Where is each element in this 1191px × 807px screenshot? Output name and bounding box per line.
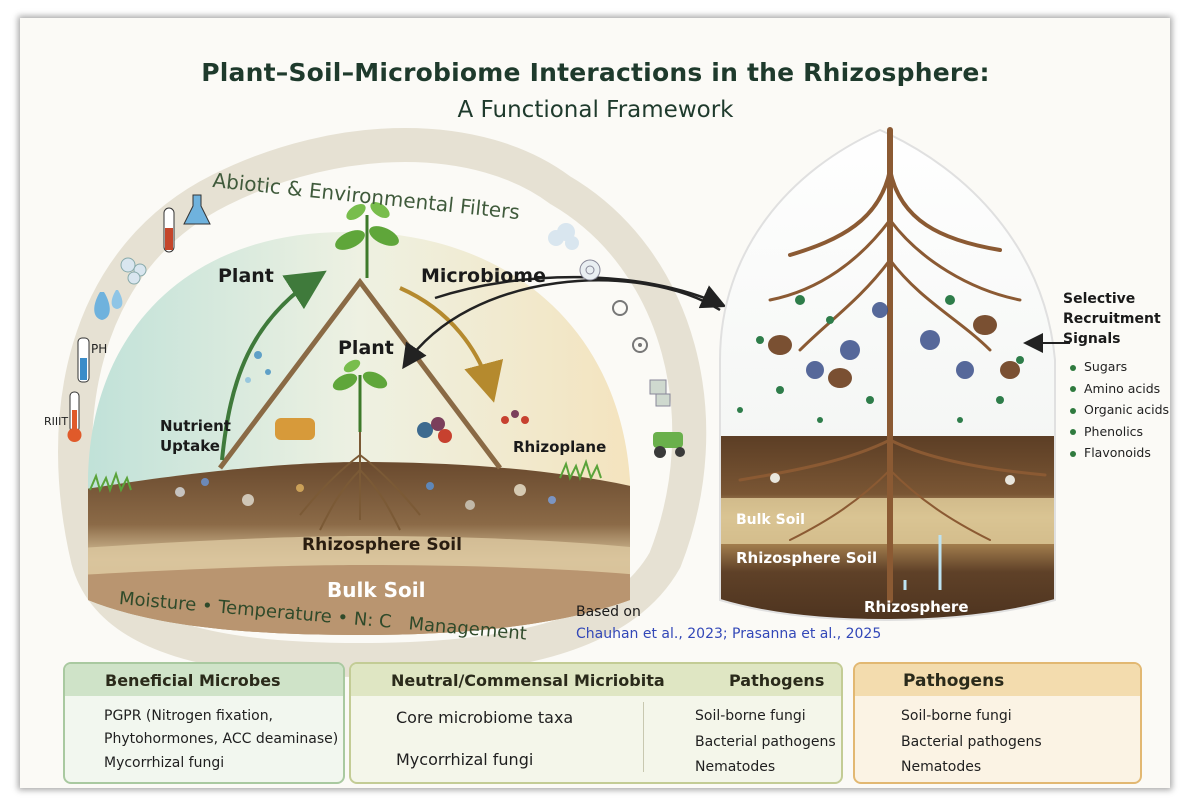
- cloud-icon: [548, 223, 579, 250]
- signal-phenolics: Phenolics: [1070, 421, 1169, 443]
- legend-pathogens: Pathogens: [853, 662, 1142, 784]
- nutrient-uptake-label: Nutrient Uptake: [160, 417, 231, 455]
- interaction-triangle: [218, 277, 502, 470]
- center-plant-label: Plant: [338, 337, 394, 359]
- environment-ring: [58, 128, 707, 678]
- ph-meter-icon: [77, 337, 90, 383]
- microbe-cloud-right: [737, 295, 1024, 485]
- legend-beneficial: Beneficial Microbes: [63, 662, 345, 784]
- microbe-clusters-left: [245, 351, 529, 443]
- legend-neutral-bacterial: Bacterial pathogens: [695, 734, 836, 750]
- legend-neutral-title-right: Pathogens: [729, 671, 825, 690]
- signal-amino-acids: Amino acids: [1070, 378, 1169, 400]
- tractor-icon: [653, 432, 685, 458]
- legend-neutral-soil-fungi: Soil-borne fungi: [695, 708, 806, 724]
- legend-nematodes: Nematodes: [901, 759, 982, 775]
- legend-mycorrhizal-beneficial: Mycorrhizal fungi: [104, 755, 225, 771]
- bulk-soil-label-left: Bulk Soil: [327, 578, 426, 602]
- root-system-right: [738, 127, 1047, 603]
- water-drop-icon: [94, 290, 123, 320]
- nutrient-uptake-arrow: [220, 270, 327, 461]
- gear-icon: [632, 337, 648, 353]
- snail-icon: [579, 259, 601, 281]
- legend-neutral-divider: [643, 702, 644, 772]
- rhizosphere-label-right: Rhizosphere: [864, 598, 969, 616]
- legend-beneficial-title: Beneficial Microbes: [105, 671, 281, 690]
- legend-neutral-title: Neutral/Commensal Micriobita: [391, 671, 665, 690]
- figure-subtitle: A Functional Framework: [457, 97, 734, 123]
- signal-organic-acids: Organic acids: [1070, 399, 1169, 421]
- apex-microbiome-label: Microbiome: [421, 265, 546, 287]
- crates-icon: [649, 379, 671, 407]
- bubbles-icon: [120, 257, 147, 285]
- legend-pgpr-line1: PGPR (Nitrogen fixation,: [104, 708, 274, 724]
- test-tube-icon: [163, 207, 175, 253]
- legend-soil-fungi: Soil-borne fungi: [901, 708, 1012, 724]
- microbe-icon: [612, 300, 628, 316]
- signals-list: Sugars Amino acids Organic acids Phenoli…: [1070, 356, 1169, 464]
- legend-neutral: Neutral/Commensal Micriobita Pathogens: [349, 662, 843, 784]
- framework-link-arrow: [434, 275, 727, 309]
- signals-title: Selective Recruitment Signals: [1063, 291, 1161, 347]
- legend-core-taxa: Core microbiome taxa: [396, 708, 574, 727]
- legend-mycorrhizal-neutral: Mycorrhizal fungi: [396, 750, 534, 769]
- legend-bacterial: Bacterial pathogens: [901, 734, 1042, 750]
- signal-sugars: Sugars: [1070, 356, 1169, 378]
- rhizosphere-drips: [903, 535, 942, 590]
- signal-flavonoids: Flavonoids: [1070, 442, 1169, 464]
- shield-outline: [719, 128, 1056, 622]
- rhizoplane-arrow: [399, 286, 504, 403]
- thermometer-icon: [67, 391, 82, 442]
- legend-neutral-nematodes: Nematodes: [695, 759, 776, 775]
- citation-refs: Chauhan et al., 2023; Prasanna et al., 2…: [576, 626, 882, 642]
- rhizosphere-soil-label-right: Rhizosphere Soil: [736, 549, 878, 567]
- microbiome-to-plant-arrow: [402, 279, 721, 370]
- legend-pathogens-title: Pathogens: [903, 671, 1005, 691]
- figure-title: Plant–Soil–Microbiome Interactions in th…: [201, 58, 990, 87]
- thermo-label: RIIIT: [44, 415, 69, 428]
- rhizoplane-label: Rhizoplane: [513, 438, 607, 456]
- legend-pgpr-line2: Phytohormones, ACC deaminase): [104, 731, 339, 747]
- apex-sprout: [335, 202, 399, 278]
- central-roots: [299, 430, 421, 531]
- bulk-soil-label-right: Bulk Soil: [736, 512, 805, 528]
- rhizosphere-soil-label-left: Rhizosphere Soil: [302, 535, 462, 555]
- center-plant-sprout: [332, 359, 388, 432]
- ph-label: PH: [91, 342, 108, 356]
- soil-particles: [175, 478, 556, 510]
- apex-plant-label: Plant: [218, 265, 274, 287]
- flask-icon: [183, 194, 211, 225]
- citation-based-on: Based on: [576, 604, 641, 620]
